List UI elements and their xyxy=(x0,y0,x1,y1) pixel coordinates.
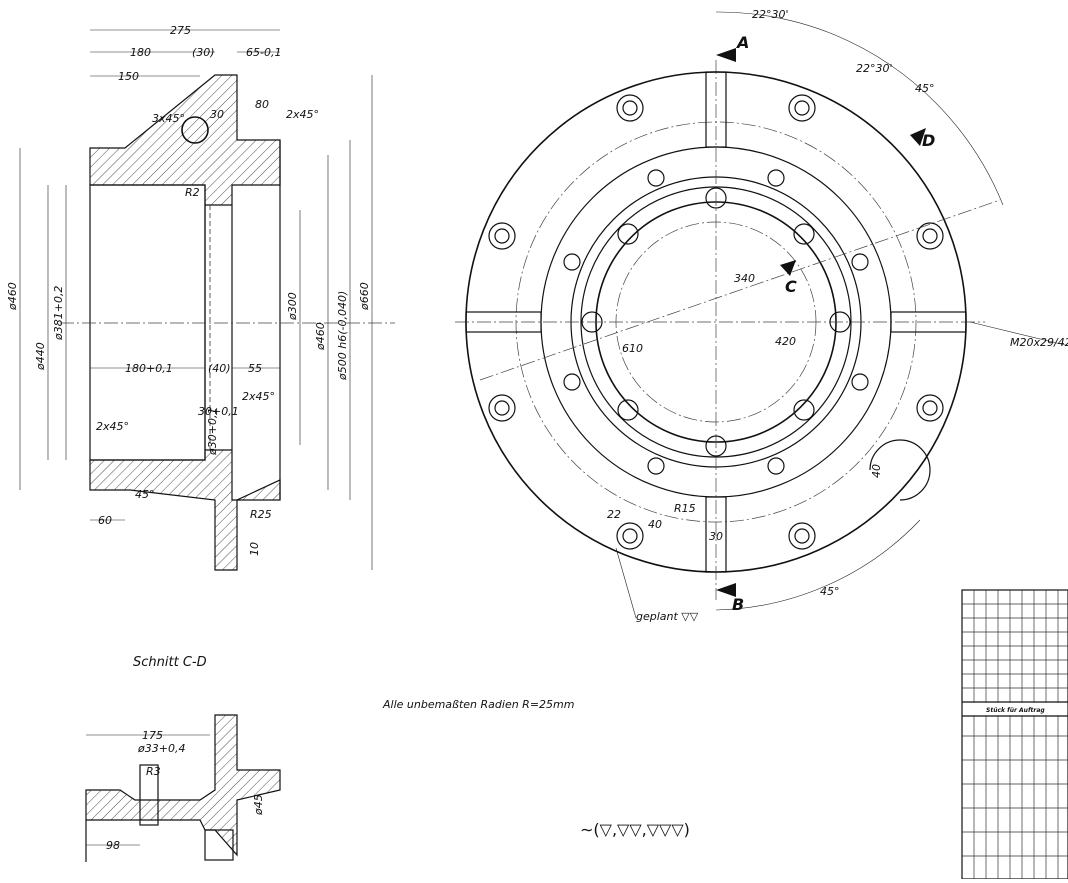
dim-420: 420 xyxy=(775,335,796,348)
dim-d460-inner: ø460 xyxy=(314,322,327,351)
section-arrow-b xyxy=(716,583,736,597)
dim-80: 80 xyxy=(255,98,269,111)
dim-30: 30 xyxy=(210,108,224,121)
section-view: 275 180 (30) 65-0,1 150 3x45° 30 80 2x45… xyxy=(6,24,395,571)
dim-30p: (30) xyxy=(192,46,215,59)
thread-m20: M20x29/42 xyxy=(1010,336,1068,349)
angle-45-top: 45° xyxy=(915,82,935,95)
dim-65: 65-0,1 xyxy=(246,46,281,59)
dim-2x45-top: 2x45° xyxy=(286,108,319,121)
dim-10: 10 xyxy=(248,542,261,556)
dim-3x45: 3x45° xyxy=(152,112,185,125)
dim-d30-01: ø30+0,1 xyxy=(206,408,219,456)
radius-r2: R2 xyxy=(185,186,200,199)
dim-340: 340 xyxy=(734,272,755,285)
angle-45-bottom: 45° xyxy=(820,585,840,598)
inner-bolt-holes xyxy=(581,187,851,457)
dim-40-hole: 40 xyxy=(648,518,662,531)
angle-22-30-b: 22°30' xyxy=(856,62,893,75)
dim-60: 60 xyxy=(98,514,112,527)
dim-d660: ø660 xyxy=(358,282,371,311)
section-arrow-a xyxy=(716,48,736,62)
dim-d460-outer: ø460 xyxy=(6,282,19,311)
dim-d440: ø440 xyxy=(34,342,47,371)
bore-outline xyxy=(89,184,206,461)
dim-30-rib: 30 xyxy=(709,530,723,543)
dim-d381: ø381+0,2 xyxy=(52,286,65,341)
surface-finish-symbols: ∼(▽,▽▽,▽▽▽) xyxy=(580,820,690,839)
section-label-b: B xyxy=(732,595,744,614)
dim-180-01: 180+0,1 xyxy=(125,362,173,375)
dim-98: 98 xyxy=(106,839,120,852)
dim-d33: ø33+0,4 xyxy=(137,742,185,755)
middle-bolt-holes xyxy=(563,169,869,475)
section-label-d: D xyxy=(922,131,935,150)
angle-22-30-a: 22°30' xyxy=(752,8,789,21)
dim-55: 55 xyxy=(248,362,262,375)
dim-2x45-mid: 2x45° xyxy=(242,390,275,403)
dim-150: 150 xyxy=(118,70,139,83)
dim-180: 180 xyxy=(130,46,151,59)
dim-30-01: 30+0,1 xyxy=(198,405,239,418)
dim-d300: ø300 xyxy=(286,292,299,321)
plan-view: A B C D 22°30' 22°30' 45° 45° 340 420 61… xyxy=(455,8,1068,623)
title-block: Stück für Auftrag xyxy=(961,589,1068,880)
section-label-a: A xyxy=(735,33,749,52)
radius-r15: R15 xyxy=(674,502,696,515)
detail-view: Schnitt C-D 175 ø33+0,4 R3 98 ø45 xyxy=(85,655,281,862)
flange-section-lower xyxy=(89,449,281,571)
title-block-label: Stück für Auftrag xyxy=(986,707,1045,714)
detail-title: Schnitt C-D xyxy=(133,655,207,670)
dim-d45: ø45 xyxy=(252,794,265,816)
dim-45deg: 45° xyxy=(135,488,155,501)
dim-175: 175 xyxy=(142,729,163,742)
radius-r25: R25 xyxy=(250,508,272,521)
dim-40p: (40) xyxy=(208,362,231,375)
planed-note: geplant ▽▽ xyxy=(636,610,699,623)
general-note: Alle unbemaßten Radien R=25mm xyxy=(382,698,574,711)
dim-d500: ø500 h6(-0,040) xyxy=(336,291,349,381)
dim-610: 610 xyxy=(622,342,643,355)
radius-r3: R3 xyxy=(146,765,161,778)
dim-2x45-left: 2x45° xyxy=(96,420,129,433)
section-label-c: C xyxy=(785,277,797,296)
section-arrow-c xyxy=(780,260,796,276)
oil-hole-circle xyxy=(181,116,209,144)
dim-275: 275 xyxy=(170,24,191,37)
section-arrow-d xyxy=(910,128,926,146)
dim-40-notch: 40 xyxy=(870,464,883,478)
dim-22: 22 xyxy=(607,508,621,521)
outer-bolt-holes xyxy=(488,94,944,550)
